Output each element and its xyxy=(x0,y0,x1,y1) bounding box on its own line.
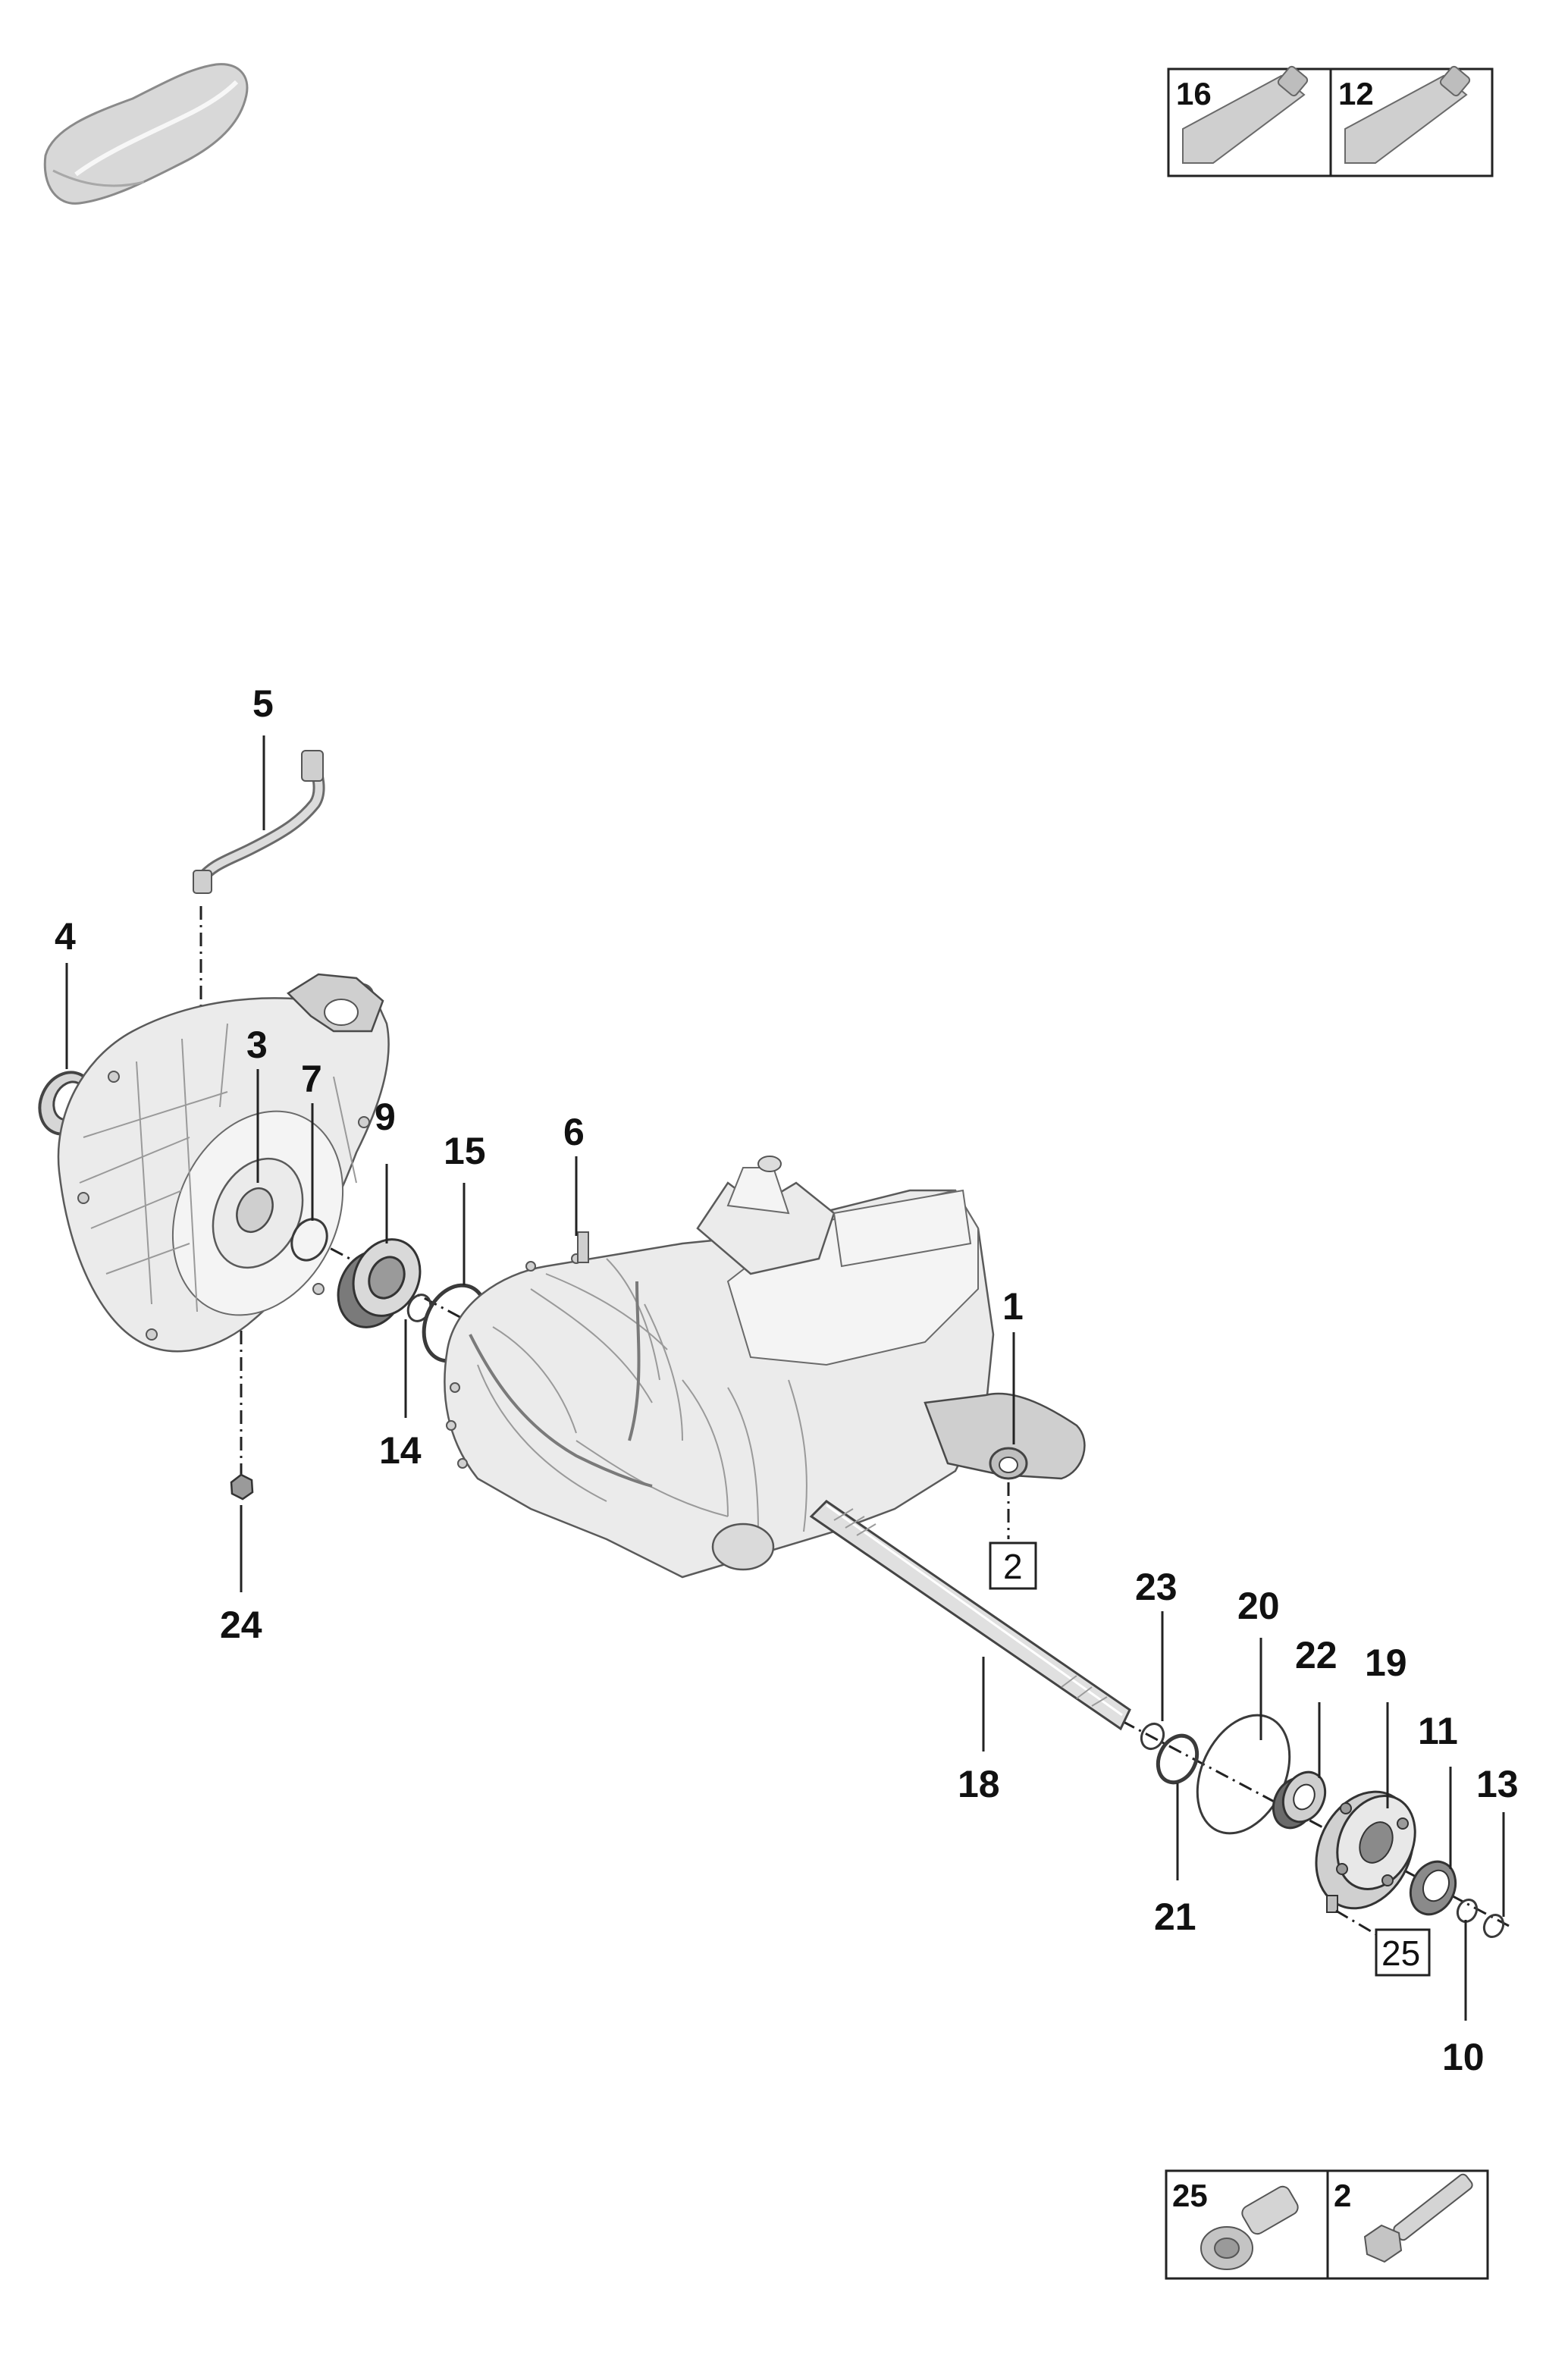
callout-labels: 5 4 3 7 9 15 6 1 14 24 18 23 20 22 19 11… xyxy=(55,682,1519,2078)
callout-21: 21 xyxy=(1154,1896,1196,1938)
flange-bolt-icon xyxy=(1200,2185,1299,2270)
circlip-21 xyxy=(1156,1733,1200,1785)
callout-7: 7 xyxy=(301,1058,322,1100)
callout-5: 5 xyxy=(252,682,274,725)
callout-13: 13 xyxy=(1476,1763,1519,1805)
circlip-13 xyxy=(1482,1913,1505,1939)
callout-9: 9 xyxy=(375,1096,396,1138)
nut-24 xyxy=(230,1473,254,1501)
legend-2-number: 2 xyxy=(1334,2178,1351,2213)
wiring-harness xyxy=(193,750,325,894)
legend-top: 16 12 xyxy=(1167,65,1494,177)
leader-lines xyxy=(65,735,1505,2021)
callout-1: 1 xyxy=(1002,1285,1024,1328)
tube-icon xyxy=(1344,65,1471,164)
legend-25-number: 25 xyxy=(1172,2178,1208,2213)
drive-shaft-18 xyxy=(809,1500,1131,1731)
flange-19 xyxy=(1315,1790,1416,1913)
callout-10: 10 xyxy=(1442,2036,1485,2078)
callout-14: 14 xyxy=(379,1429,422,1472)
callout-19: 19 xyxy=(1365,1642,1407,1684)
circlip-23 xyxy=(1140,1722,1165,1751)
bolt-icon xyxy=(1363,2173,1473,2263)
callout-4: 4 xyxy=(55,915,76,958)
drive-unit-housing xyxy=(444,1156,1086,1579)
motor-housing-cover xyxy=(57,973,390,1353)
callout-24: 24 xyxy=(220,1604,262,1646)
tube-icon xyxy=(1182,65,1309,164)
legend-bottom: 25 2 xyxy=(1165,2169,1489,2280)
svg-text:2: 2 xyxy=(1003,1547,1023,1586)
callout-11: 11 xyxy=(1418,1710,1458,1752)
callout-15: 15 xyxy=(444,1130,486,1172)
legend-12-number: 12 xyxy=(1338,76,1374,111)
callout-3: 3 xyxy=(246,1024,268,1066)
legend-16-number: 16 xyxy=(1176,76,1212,111)
callout-23: 23 xyxy=(1135,1566,1178,1608)
ring-7 xyxy=(290,1218,328,1262)
callout-20: 20 xyxy=(1237,1585,1280,1627)
boxed-ref-25: 25 xyxy=(1375,1928,1431,1977)
seal-11 xyxy=(1409,1860,1457,1916)
callout-6: 6 xyxy=(563,1111,585,1153)
svg-text:25: 25 xyxy=(1381,1933,1420,1973)
boxed-ref-2: 2 xyxy=(989,1541,1037,1590)
ring-10 xyxy=(1456,1898,1479,1924)
vehicle-thumbnail-icon xyxy=(43,63,249,205)
callout-22: 22 xyxy=(1295,1634,1338,1676)
bearing-22 xyxy=(1272,1770,1327,1830)
bearing-9 xyxy=(337,1238,422,1328)
callout-18: 18 xyxy=(958,1763,1000,1805)
